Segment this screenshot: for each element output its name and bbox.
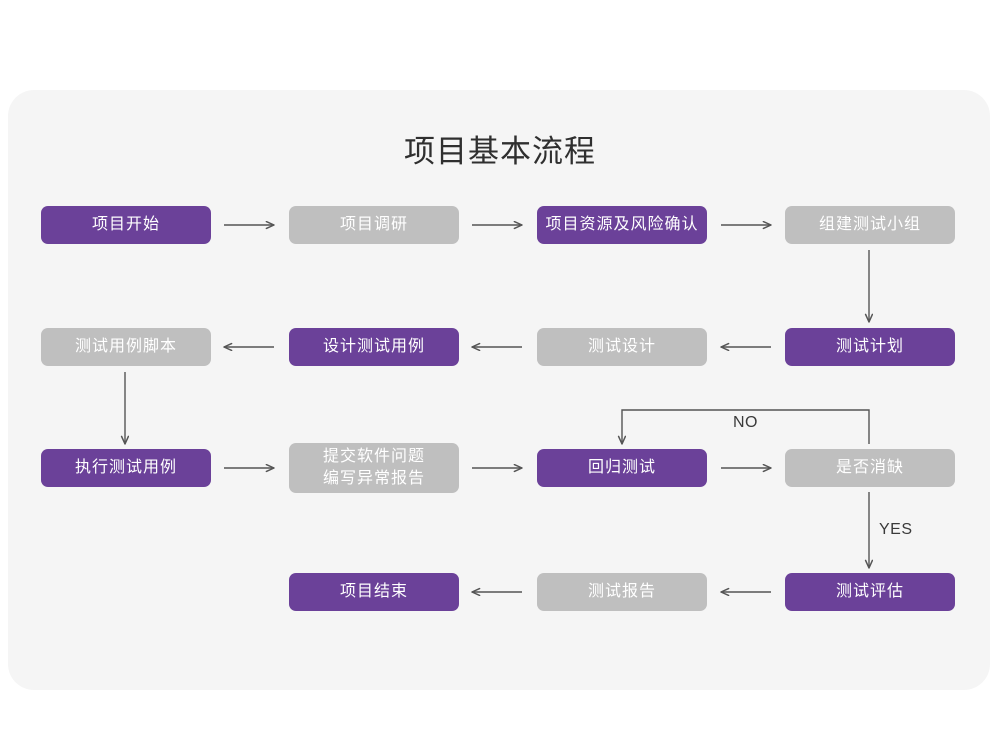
node-project-end[interactable]: 项目结束 xyxy=(289,573,459,611)
node-test-design[interactable]: 测试设计 xyxy=(537,328,707,366)
edge-label-no: NO xyxy=(733,414,758,431)
node-submit-issue-write-report[interactable]: 提交软件问题 编写异常报告 xyxy=(289,443,459,493)
node-design-test-cases[interactable]: 设计测试用例 xyxy=(289,328,459,366)
edge-n12-n11-no xyxy=(622,409,870,444)
node-execute-test-cases[interactable]: 执行测试用例 xyxy=(41,449,211,487)
node-test-case-script[interactable]: 测试用例脚本 xyxy=(41,328,211,366)
node-test-plan[interactable]: 测试计划 xyxy=(785,328,955,366)
edge-label-yes: YES xyxy=(879,521,913,538)
node-project-start[interactable]: 项目开始 xyxy=(41,206,211,244)
node-resource-risk-confirm[interactable]: 项目资源及风险确认 xyxy=(537,206,707,244)
node-test-evaluation[interactable]: 测试评估 xyxy=(785,573,955,611)
node-test-report[interactable]: 测试报告 xyxy=(537,573,707,611)
page-title: 项目基本流程 xyxy=(404,134,596,169)
node-form-test-team[interactable]: 组建测试小组 xyxy=(785,206,955,244)
node-regression-test[interactable]: 回归测试 xyxy=(537,449,707,487)
node-project-research[interactable]: 项目调研 xyxy=(289,206,459,244)
node-defect-cleared[interactable]: 是否消缺 xyxy=(785,449,955,487)
